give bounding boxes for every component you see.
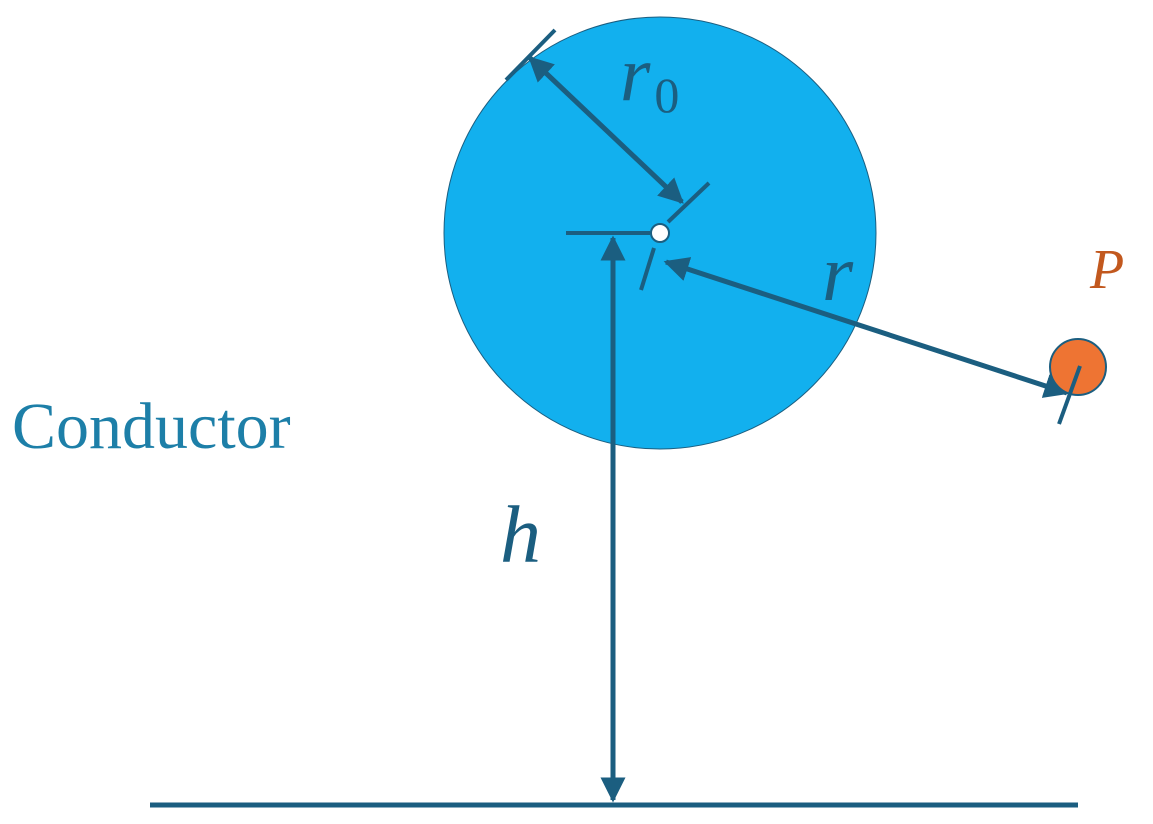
radius-tick-inner	[666, 181, 711, 224]
radius-dimension-arrow	[528, 56, 684, 204]
radius-label: r0	[620, 30, 679, 123]
conductor-label: Conductor	[12, 390, 291, 463]
radius-tick-outer	[504, 28, 557, 82]
center-point	[650, 223, 670, 243]
distance-dimension-arrow	[663, 257, 1070, 398]
radius-subscript: 0	[654, 67, 679, 123]
distance-label: r	[822, 230, 854, 318]
point-label: P	[1089, 239, 1124, 301]
height-label: h	[500, 489, 541, 580]
radius-symbol: r	[620, 30, 651, 117]
distance-tick-center	[639, 247, 656, 291]
distance-tick-point	[1057, 365, 1082, 425]
